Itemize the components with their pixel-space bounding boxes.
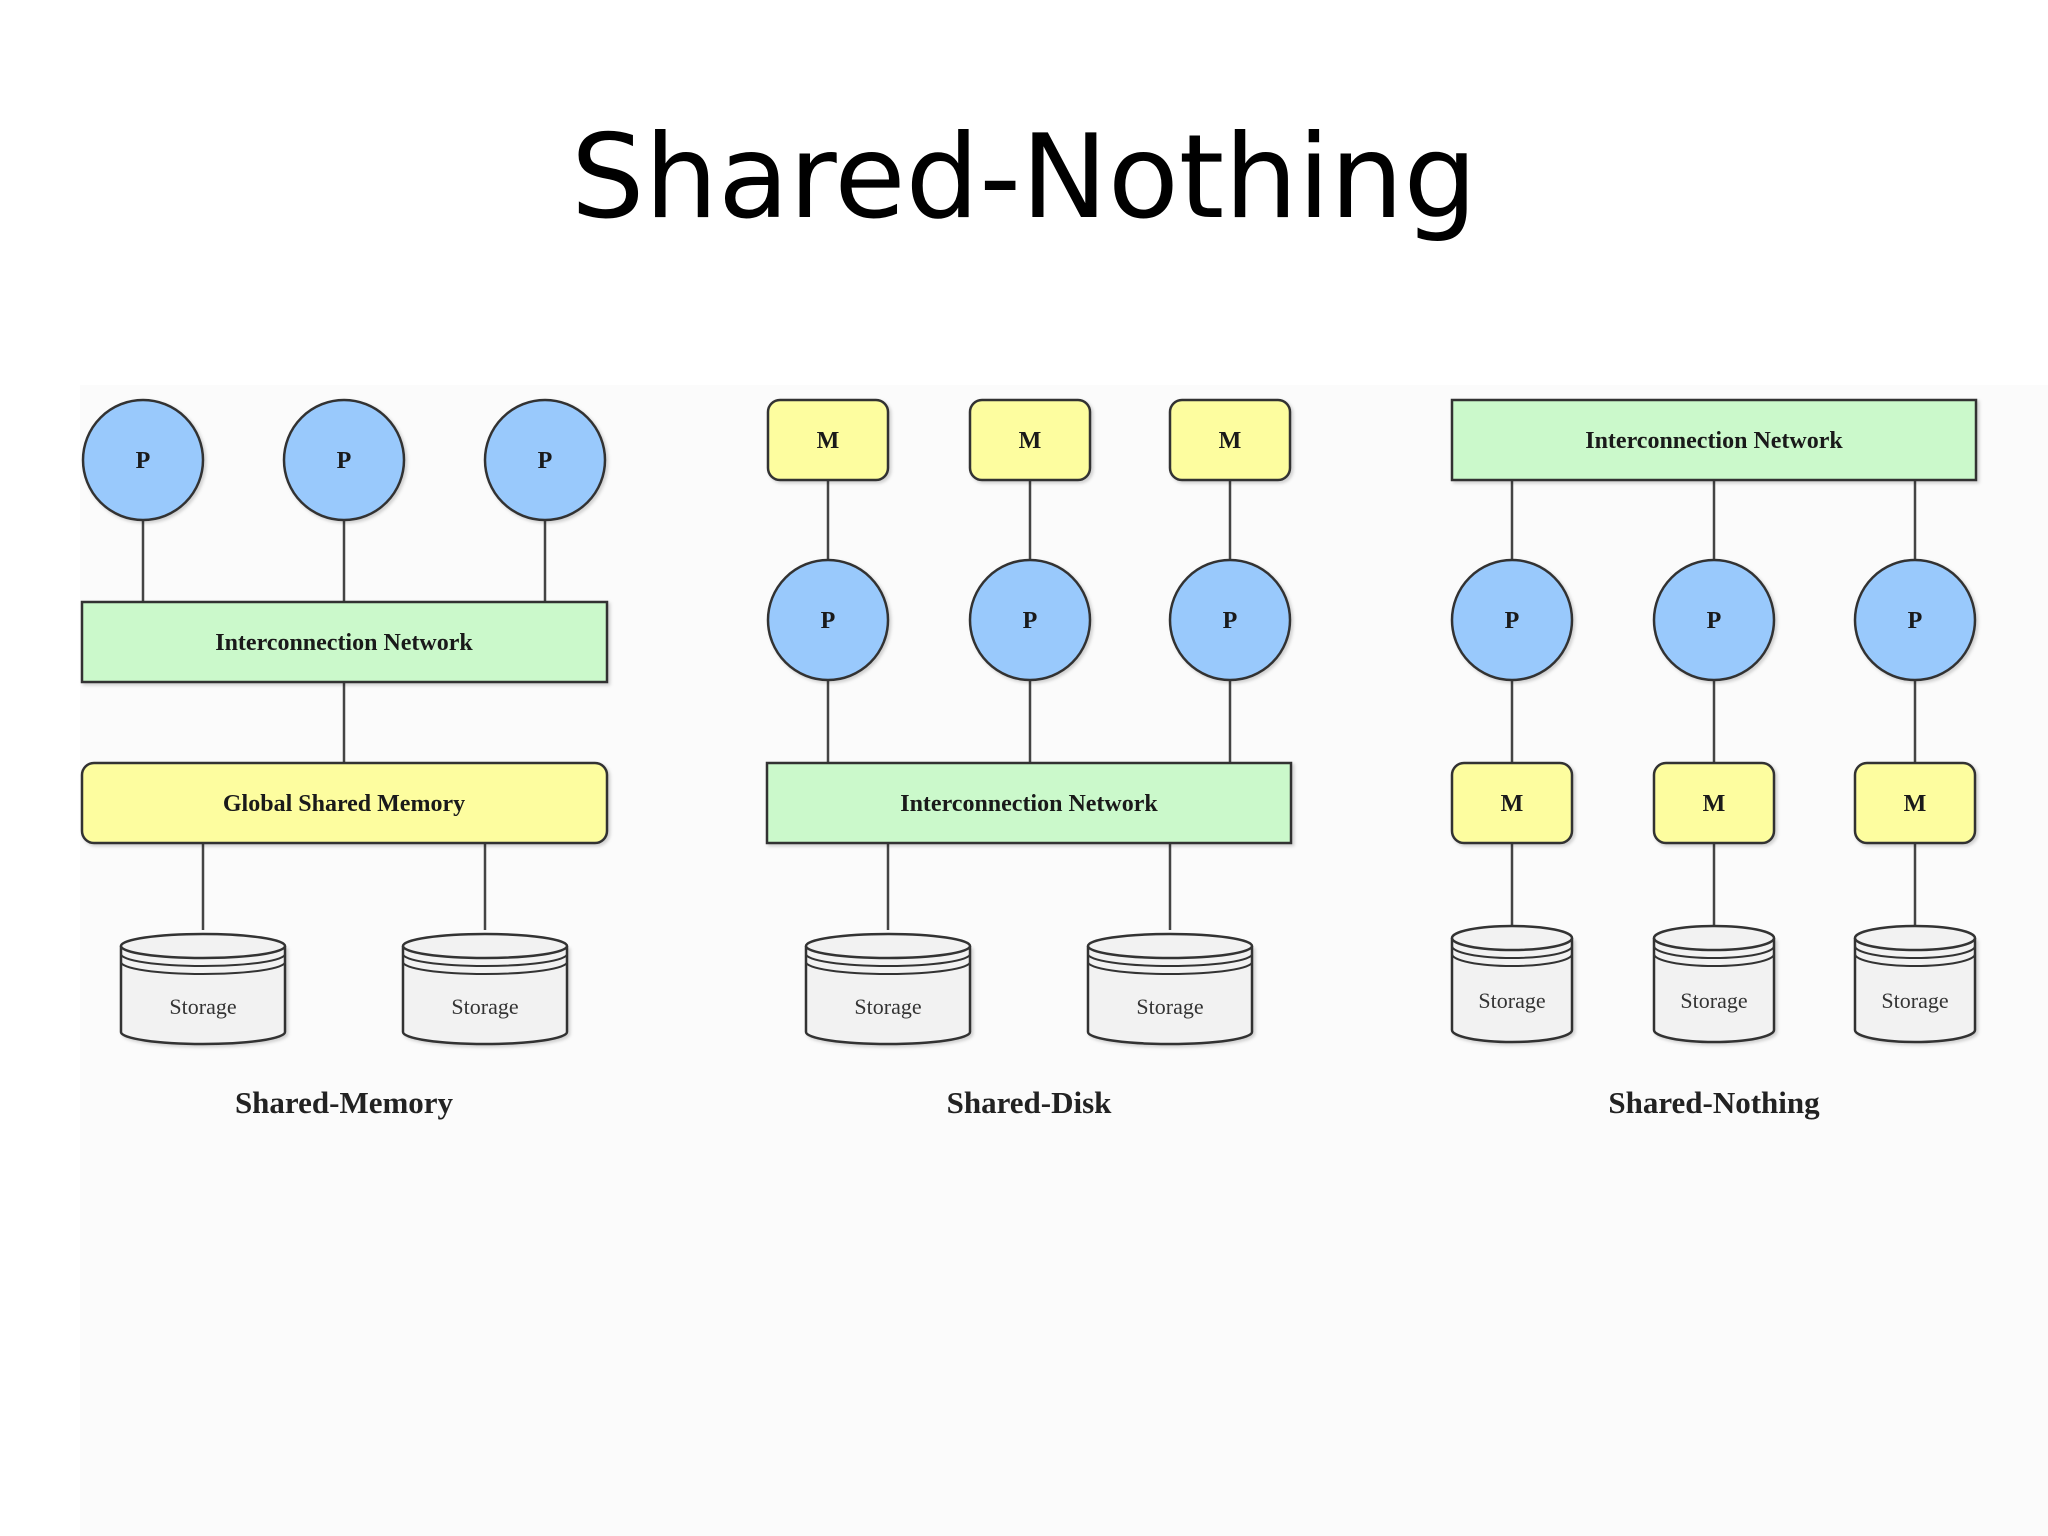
processor-label: P <box>1023 608 1038 634</box>
processor-node: P <box>766 558 890 682</box>
shared-nothing-connectors <box>1510 480 1917 925</box>
storage-label: Storage <box>1680 988 1747 1013</box>
shared-nothing-diagram: Interconnection Network P P P M <box>1450 398 1978 1120</box>
processor-node: P <box>1652 558 1776 682</box>
global-shared-memory-label: Global Shared Memory <box>223 791 465 817</box>
processor-label: P <box>1505 608 1520 634</box>
processor-node: P <box>483 398 607 522</box>
memory-node: M <box>1853 761 1977 845</box>
processor-node: P <box>282 398 406 522</box>
interconnection-network-box: Interconnection Network <box>80 600 609 684</box>
storage-cylinder: Storage <box>401 932 569 1046</box>
storage-cylinder: Storage <box>1853 924 1977 1044</box>
processor-label: P <box>1223 608 1238 634</box>
shared-nothing-caption: Shared-Nothing <box>1608 1085 1820 1120</box>
shared-disk-caption: Shared-Disk <box>947 1085 1113 1120</box>
processor-node: P <box>1168 558 1292 682</box>
shared-disk-connectors <box>826 480 1232 930</box>
memory-label: M <box>1019 428 1042 454</box>
memory-node: M <box>1168 398 1292 482</box>
memory-node: M <box>968 398 1092 482</box>
interconnection-network-label: Interconnection Network <box>215 630 473 656</box>
memory-node: M <box>766 398 890 482</box>
memory-label: M <box>1703 791 1726 817</box>
global-shared-memory-box: Global Shared Memory <box>80 761 609 845</box>
processor-label: P <box>821 608 836 634</box>
storage-cylinder: Storage <box>1652 924 1776 1044</box>
storage-label: Storage <box>1136 994 1203 1019</box>
memory-label: M <box>1904 791 1927 817</box>
processor-label: P <box>1707 608 1722 634</box>
storage-cylinder: Storage <box>1086 932 1254 1046</box>
storage-label: Storage <box>854 994 921 1019</box>
storage-label: Storage <box>169 994 236 1019</box>
storage-cylinder: Storage <box>119 932 287 1046</box>
processor-label: P <box>337 448 352 474</box>
storage-cylinder: Storage <box>1450 924 1574 1044</box>
storage-cylinder: Storage <box>804 932 972 1046</box>
memory-label: M <box>817 428 840 454</box>
memory-node: M <box>1652 761 1776 845</box>
interconnection-network-box: Interconnection Network <box>1450 398 1978 482</box>
processor-label: P <box>538 448 553 474</box>
interconnection-network-label: Interconnection Network <box>1585 428 1843 454</box>
storage-label: Storage <box>1478 988 1545 1013</box>
processor-label: P <box>1908 608 1923 634</box>
shared-disk-diagram: M M M P P P <box>765 398 1293 1120</box>
interconnection-network-box: Interconnection Network <box>765 761 1293 845</box>
processor-label: P <box>136 448 151 474</box>
slide-title: Shared-Nothing <box>570 110 1478 245</box>
storage-label: Storage <box>1881 988 1948 1013</box>
storage-label: Storage <box>451 994 518 1019</box>
interconnection-network-label: Interconnection Network <box>900 791 1158 817</box>
processor-node: P <box>968 558 1092 682</box>
memory-label: M <box>1501 791 1524 817</box>
shared-memory-connectors <box>141 520 547 930</box>
memory-node: M <box>1450 761 1574 845</box>
memory-label: M <box>1219 428 1242 454</box>
shared-memory-caption: Shared-Memory <box>235 1085 454 1120</box>
processor-node: P <box>1853 558 1977 682</box>
processor-node: P <box>81 398 205 522</box>
shared-memory-diagram: P P P Interconnection Network Global Sha… <box>80 398 609 1120</box>
processor-node: P <box>1450 558 1574 682</box>
